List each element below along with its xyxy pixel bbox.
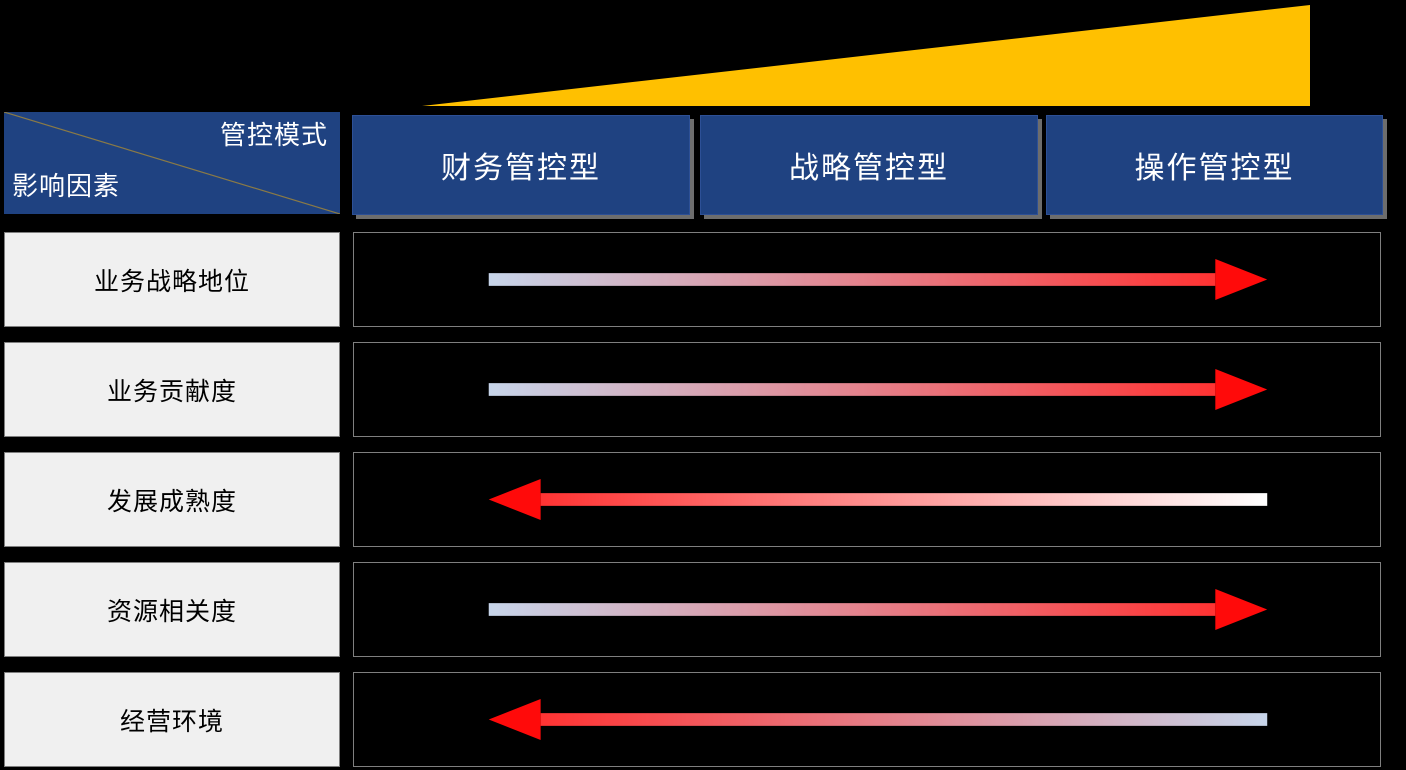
table-row: 发展成熟度 bbox=[0, 452, 1406, 547]
matrix-header-row: 管控模式 影响因素 财务管控型 战略管控型 操作管控型 bbox=[0, 110, 1406, 216]
row-header-business-strategic-position[interactable]: 业务战略地位 bbox=[4, 232, 340, 327]
row-header-operating-environment[interactable]: 经营环境 bbox=[4, 672, 340, 767]
row-header-label: 资源相关度 bbox=[106, 597, 237, 626]
column-header-operational-label: 操作管控型 bbox=[1134, 152, 1295, 185]
table-row: 业务战略地位 bbox=[0, 232, 1406, 327]
row-arrow-track bbox=[353, 342, 1381, 437]
row-arrow-track bbox=[353, 452, 1381, 547]
row-header-label: 业务贡献度 bbox=[106, 377, 237, 406]
column-header-operational[interactable]: 操作管控型 bbox=[1046, 115, 1383, 215]
table-row: 经营环境 bbox=[0, 672, 1406, 767]
row-header-label: 经营环境 bbox=[119, 707, 224, 736]
row-arrow-track bbox=[353, 562, 1381, 657]
row-header-label: 发展成熟度 bbox=[106, 487, 237, 516]
corner-header-row-axis-label: 影响因素 bbox=[12, 171, 121, 201]
row-arrow-track bbox=[353, 232, 1381, 327]
matrix-body: 业务战略地位 业务贡献度 发展成熟度 资源相关度 bbox=[0, 228, 1406, 770]
table-row: 业务贡献度 bbox=[0, 342, 1406, 437]
row-header-development-maturity[interactable]: 发展成熟度 bbox=[4, 452, 340, 547]
gradient-arrow-right-icon bbox=[488, 368, 1268, 411]
column-header-strategic[interactable]: 战略管控型 bbox=[700, 115, 1038, 215]
corner-header-column-axis-label: 管控模式 bbox=[219, 120, 328, 150]
gradient-arrow-right-icon bbox=[488, 588, 1268, 631]
column-header-financial[interactable]: 财务管控型 bbox=[352, 115, 690, 215]
gradient-arrow-left-icon bbox=[488, 698, 1268, 741]
ascending-wedge-icon bbox=[422, 5, 1310, 106]
row-header-business-contribution[interactable]: 业务贡献度 bbox=[4, 342, 340, 437]
table-row: 资源相关度 bbox=[0, 562, 1406, 657]
gradient-arrow-left-icon bbox=[488, 478, 1268, 521]
diagonal-divider-icon bbox=[4, 112, 340, 214]
row-header-label: 业务战略地位 bbox=[93, 267, 250, 296]
row-arrow-track bbox=[353, 672, 1381, 767]
gradient-arrow-right-icon bbox=[488, 258, 1268, 301]
row-header-resource-relevance[interactable]: 资源相关度 bbox=[4, 562, 340, 657]
column-header-strategic-label: 战略管控型 bbox=[789, 152, 949, 185]
corner-header-cell: 管控模式 影响因素 bbox=[4, 112, 340, 214]
column-header-financial-label: 财务管控型 bbox=[441, 152, 601, 185]
